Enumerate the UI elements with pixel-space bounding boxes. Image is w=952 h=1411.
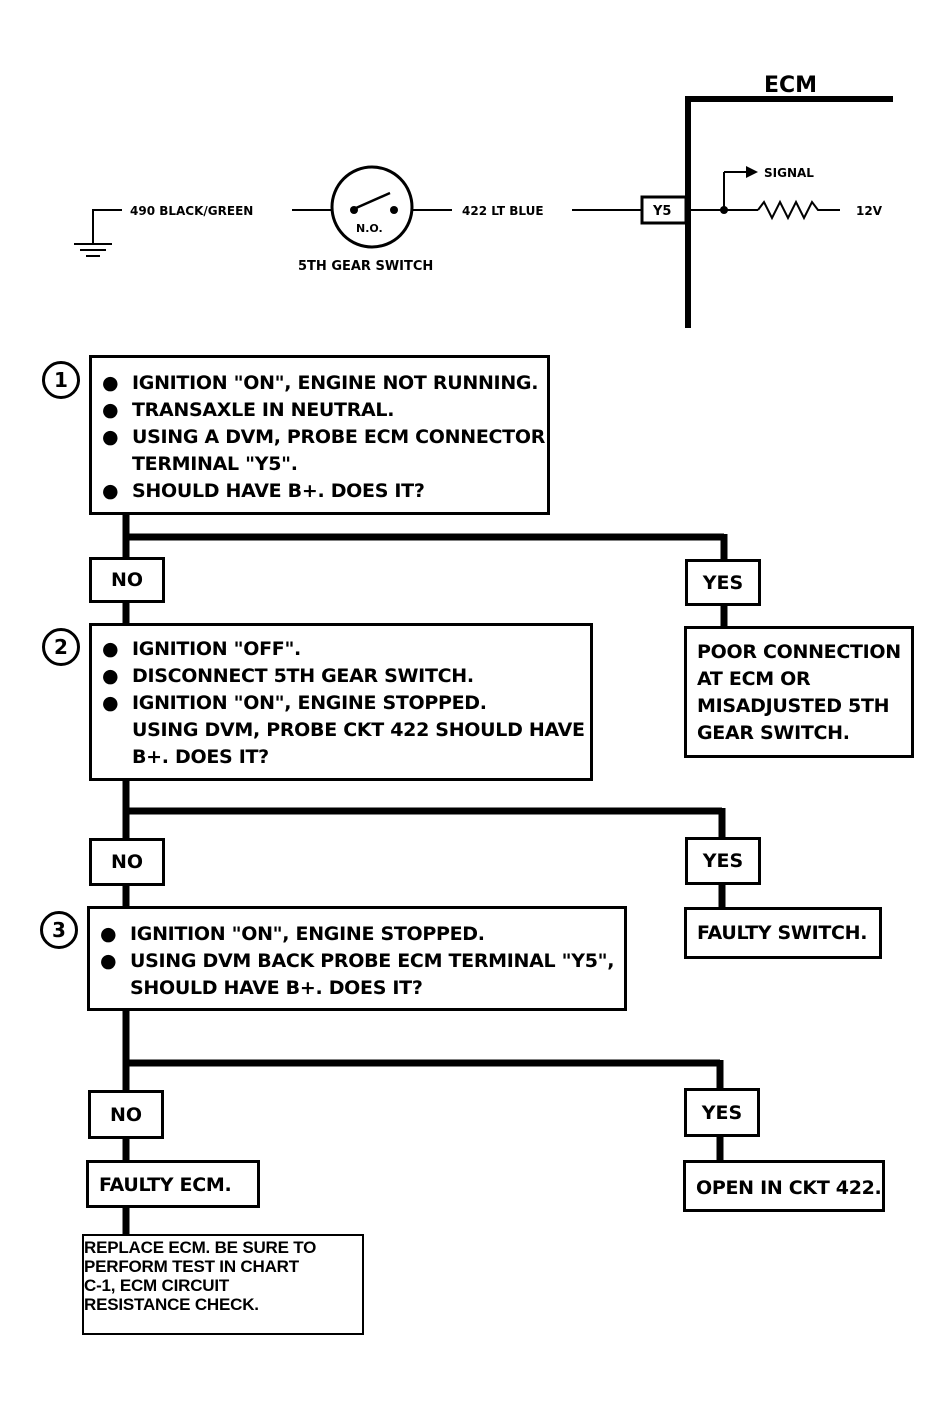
step-2-line: ●IGNITION "ON", ENGINE STOPPED. [92,690,590,717]
step-3-line: ●IGNITION "ON", ENGINE STOPPED. [90,921,624,948]
step-2-yes-result: FAULTY SWITCH. [684,907,882,959]
bullet-icon: ● [102,399,119,421]
wire-ground-label: 490 BLACK/GREEN [130,204,253,218]
final-action-box: REPLACE ECM. BE SURE TO PERFORM TEST IN … [82,1234,364,1335]
wire-signal-label: 422 LT BLUE [462,204,544,218]
step-2-yes-box: YES [685,837,761,885]
voltage-label: 12V [856,204,883,218]
bullet-icon: ● [102,665,119,687]
bullet-icon: ● [102,692,119,714]
step-2-line: B+. DOES IT? [132,746,269,768]
bullet-icon: ● [102,372,119,394]
step-1-box: ●IGNITION "ON", ENGINE NOT RUNNING. ●TRA… [89,355,550,515]
bullet-icon: ● [100,950,117,972]
step-1-line: ●TRANSAXLE IN NEUTRAL. [92,397,547,424]
step-3-line: SHOULD HAVE B+. DOES IT? [130,977,423,999]
step-1-line: ●USING A DVM, PROBE ECM CONNECTOR [92,424,547,451]
step-3-no-result: FAULTY ECM. [86,1160,260,1208]
step-1-line: TERMINAL "Y5". [132,453,298,475]
switch-name-label: 5TH GEAR SWITCH [298,259,433,274]
step-number-3: 3 [40,911,78,949]
step-2-no-box: NO [89,838,165,886]
bullet-icon: ● [102,480,119,502]
signal-arrow-icon [746,166,758,178]
step-2-box: ●IGNITION "OFF". ●DISCONNECT 5TH GEAR SW… [89,623,593,781]
step-number-2: 2 [42,628,80,666]
ecm-label: ECM [764,73,817,98]
step-3-yes-result: OPEN IN CKT 422. [683,1160,885,1212]
switch-state-label: N.O. [356,222,383,235]
step-2-line: ●IGNITION "OFF". [92,636,590,663]
step-3-no-box: NO [88,1090,164,1139]
step-1-line: ●IGNITION "ON", ENGINE NOT RUNNING. [92,370,547,397]
signal-label: SIGNAL [764,166,814,180]
terminal-box [640,195,688,225]
step-3-box: ●IGNITION "ON", ENGINE STOPPED. ●USING D… [87,906,627,1011]
step-3-yes-box: YES [684,1088,760,1137]
step-2-line: ●DISCONNECT 5TH GEAR SWITCH. [92,663,590,690]
step-2-line: USING DVM, PROBE CKT 422 SHOULD HAVE [132,719,585,741]
step-1-yes-result: POOR CONNECTION AT ECM OR MISADJUSTED 5T… [684,626,914,758]
step-1-line: ●SHOULD HAVE B+. DOES IT? [92,478,547,505]
step-1-yes-box: YES [685,559,761,606]
step-1-no-box: NO [89,557,165,603]
terminal-label: Y5 [652,204,671,219]
bullet-icon: ● [100,923,117,945]
resistor-icon [757,199,840,221]
bullet-icon: ● [102,426,119,448]
gear-switch-icon [330,165,414,249]
step-number-1: 1 [42,361,80,399]
wiring-schematic: ECM 490 BLACK/GREEN N.O. 5TH GEAR SWITCH… [74,73,893,328]
step-3-line: ●USING DVM BACK PROBE ECM TERMINAL "Y5", [90,948,624,975]
bullet-icon: ● [102,638,119,660]
ground-icon [74,210,112,257]
